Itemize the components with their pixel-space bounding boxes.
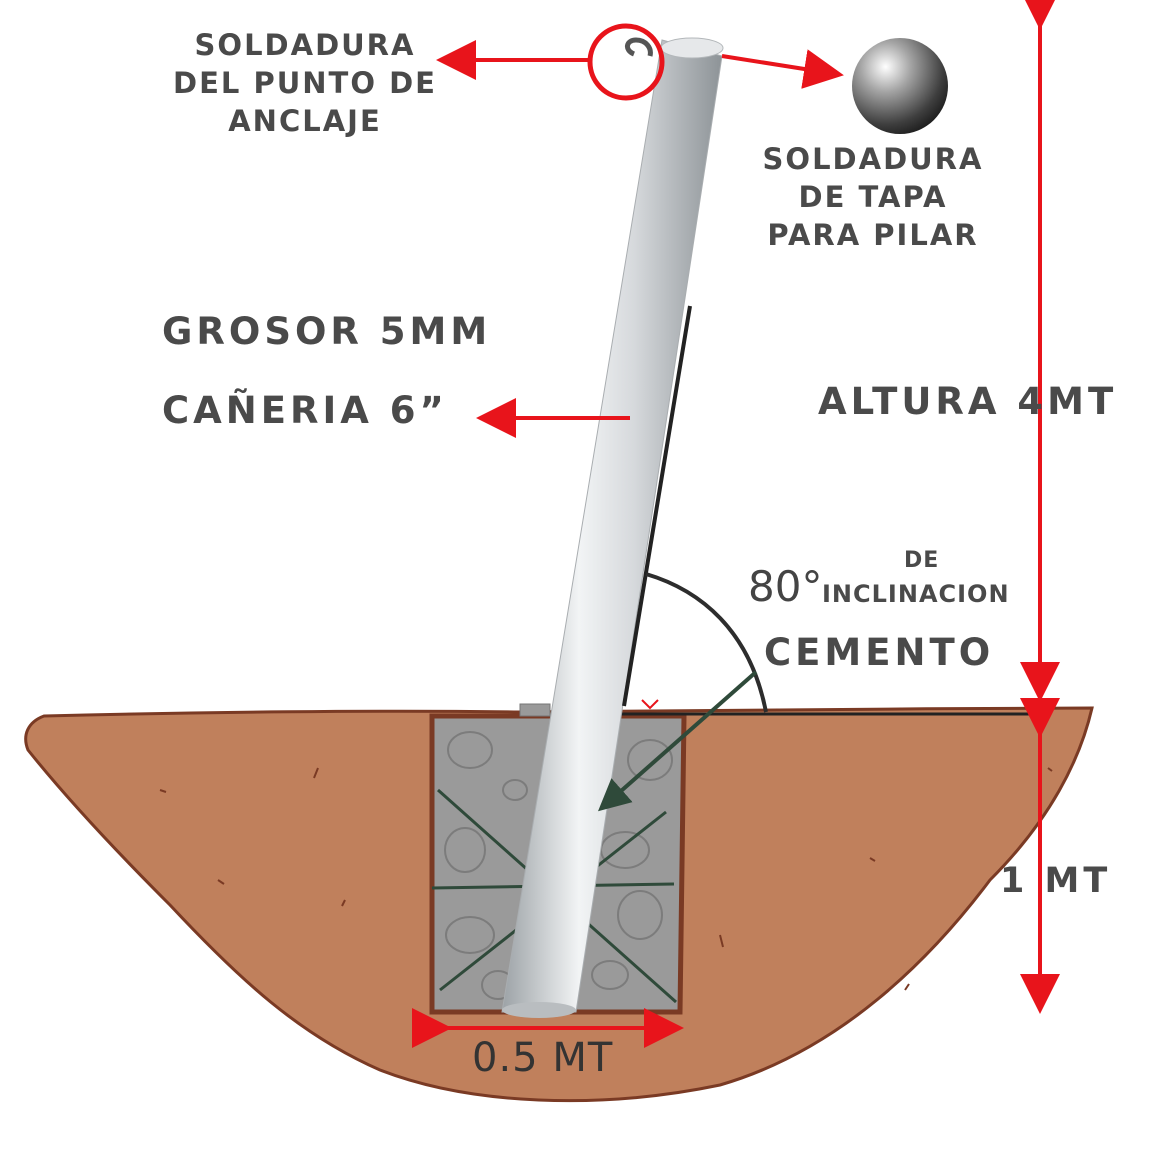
angle-inclination-label: INCLINACION — [822, 580, 1010, 608]
cement-arrow — [597, 670, 758, 812]
weld-cap-line-3: PARA PILAR — [767, 218, 979, 252]
anchor-highlight-circle — [587, 23, 665, 101]
anchor-loop-icon — [625, 37, 653, 57]
thickness-label: GROSOR 5MM — [162, 310, 492, 353]
weld-anchor-label: SOLDADURA DEL PUNTO DE ANCLAJE — [150, 26, 460, 140]
weld-anchor-line-2: DEL PUNTO DE — [173, 66, 437, 100]
cap-sphere-icon — [852, 38, 948, 134]
base-plate — [519, 703, 551, 717]
angle-arc — [645, 572, 768, 713]
weld-anchor-line-1: SOLDADURA — [194, 28, 416, 62]
cement-label: CEMENTO — [764, 631, 995, 674]
pipe-top — [660, 37, 724, 59]
width-label: 0.5 MT — [472, 1035, 614, 1081]
depth-label: 1 MT — [1000, 861, 1112, 901]
red-mark — [641, 699, 659, 710]
pipe-label: CAÑERIA 6” — [162, 389, 448, 432]
height-label: ALTURA 4MT — [818, 380, 1118, 423]
pipe-bottom — [502, 1002, 576, 1018]
weld-cap-label: SOLDADURA DE TAPA PARA PILAR — [738, 140, 1008, 254]
weld-cap-line-2: DE TAPA — [798, 180, 948, 214]
cap-arrow — [721, 49, 844, 89]
guide-line — [622, 305, 692, 707]
angle-value: 80° — [748, 562, 823, 611]
angle-de-label: DE — [904, 548, 940, 573]
weld-anchor-line-3: ANCLAJE — [228, 104, 382, 138]
weld-cap-line-1: SOLDADURA — [762, 142, 984, 176]
